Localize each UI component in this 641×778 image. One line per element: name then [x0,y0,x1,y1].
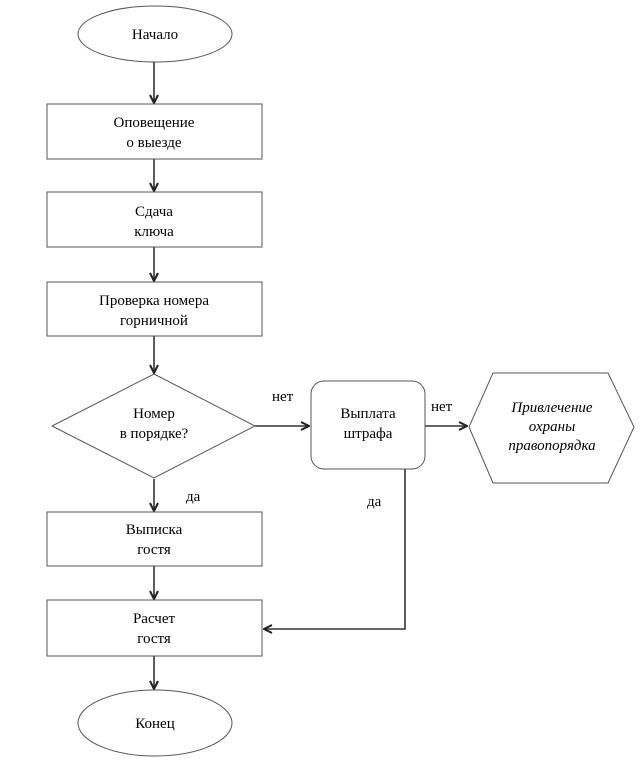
node-key: Сдача ключа [46,191,263,248]
node-decision-label-line1: Номер [133,406,175,422]
node-police: Привлечение охраны правопорядка [468,372,635,484]
node-fine-label-line1: Выплата [340,406,396,422]
node-key-label-line2: ключа [134,224,174,240]
node-police-label-line3: правопорядка [508,438,595,454]
node-check-label-line2: горничной [120,313,188,329]
node-checkout: Выписка гостя [46,511,263,567]
node-check: Проверка номера горничной [46,281,263,337]
arrow-fine-settlement [264,469,406,629]
node-fine: Выплата штрафа [310,380,426,470]
node-checkout-label-line1: Выписка [126,522,183,538]
node-start-label: Начало [132,27,178,43]
node-decision-label-line2: в порядке? [120,426,189,442]
node-key-label-line1: Сдача [135,204,173,220]
edge-label-fine-no: нет [431,399,453,415]
node-end-label: Конец [135,716,174,732]
node-checkout-label-line2: гостя [137,542,171,558]
node-start: Начало [77,5,233,63]
edge-label-decision-no: нет [272,389,294,405]
node-settlement-label-line2: гостя [137,631,171,647]
edge-label-decision-yes: да [186,489,201,505]
node-check-label-line1: Проверка номера [99,293,209,309]
node-notify-label-line1: Оповещение [114,115,195,131]
node-police-label-line1: Привлечение [510,400,592,416]
node-end: Конец [77,689,233,757]
node-police-label-line2: охраны [529,419,575,435]
node-settlement: Расчет гостя [46,599,263,657]
node-settlement-label-line1: Расчет [133,611,176,627]
edge-label-fine-yes: да [367,494,382,510]
node-fine-label-line2: штрафа [344,426,393,442]
node-notify-label-line2: о выезде [126,135,182,151]
node-decision: Номер в порядке? [50,373,257,479]
node-notify: Оповещение о выезде [46,103,263,160]
